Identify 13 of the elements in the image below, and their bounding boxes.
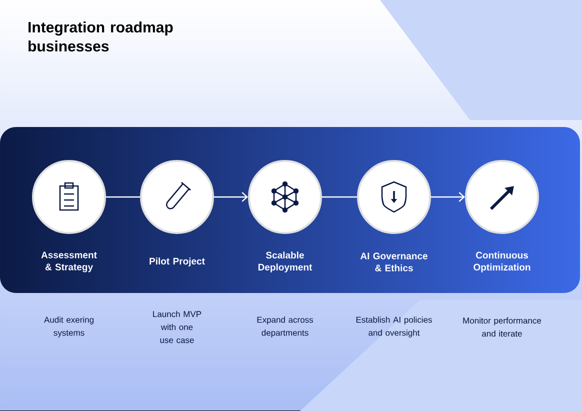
step-description: Establish AI policies and oversight [356, 316, 432, 338]
step-title: Assessment & Strategy [41, 252, 97, 272]
step-title: AI Governance & Ethics [360, 252, 428, 272]
step-description: Audit exering systems [44, 316, 94, 338]
step-title: Scalable Deployment [258, 252, 312, 272]
connector-arrow [214, 192, 248, 202]
step-description: Launch MVP with one use case [153, 310, 202, 344]
title: Integration roadmap businesses [28, 22, 173, 52]
step-title: Continuous Optimization [474, 252, 530, 272]
connector-arrow [431, 192, 465, 202]
step-description: Monitor performance and iterate [463, 317, 542, 337]
step-description: Expand across departments [257, 316, 314, 338]
step-title: Pilot Project [150, 258, 205, 266]
